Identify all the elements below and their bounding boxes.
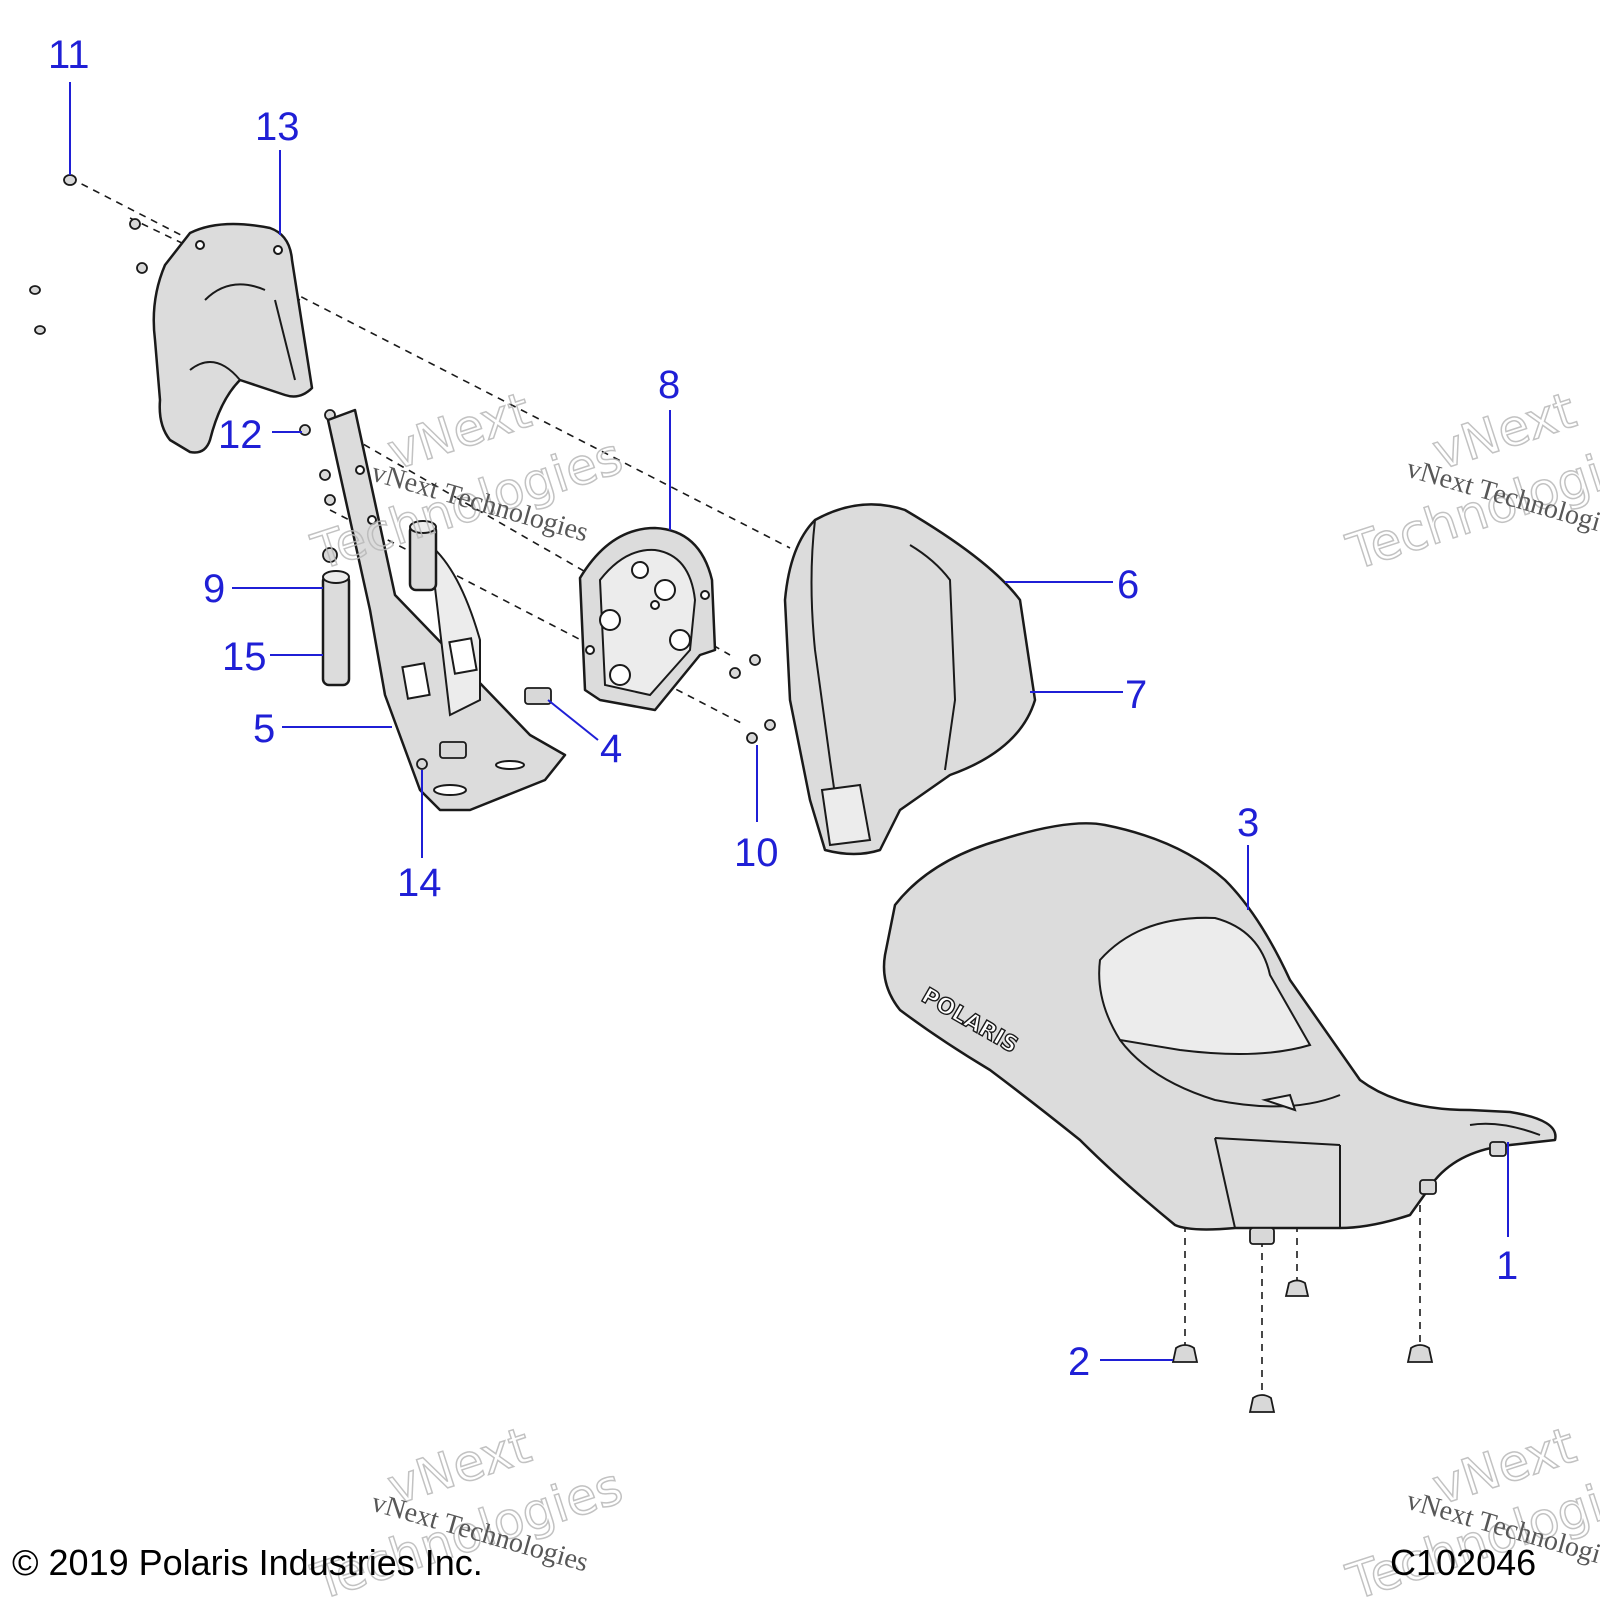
backrest-pad-part-6 (783, 503, 1037, 856)
screw-part-14 (416, 758, 428, 770)
grommets-part-2 (1171, 1279, 1434, 1413)
backing-plate-part-8 (578, 526, 717, 712)
nuts-part-12 (299, 409, 336, 506)
spacer-tube-part-15 (321, 570, 351, 687)
copyright-text: © 2019 Polaris Industries Inc. (12, 1542, 483, 1583)
callout-labels: 11 13 12 8 9 15 5 4 14 10 6 7 3 1 2 (48, 33, 1518, 1384)
callout-1: 1 (1496, 1244, 1518, 1288)
callout-6: 6 (1117, 563, 1139, 607)
leader-lines (69, 82, 1509, 1361)
callout-15: 15 (222, 635, 267, 679)
callout-7: 7 (1125, 673, 1147, 717)
spacer-tube-part-9 (322, 520, 438, 592)
callout-11: 11 (48, 33, 90, 77)
callout-10: 10 (734, 831, 779, 875)
seat-part-3: POLARIS (882, 822, 1557, 1245)
backrest-bracket-part-5 (326, 408, 567, 812)
callout-9: 9 (203, 567, 225, 611)
callout-2: 2 (1068, 1340, 1090, 1384)
callout-5: 5 (253, 707, 275, 751)
callout-13: 13 (255, 105, 300, 149)
callout-8: 8 (658, 363, 680, 407)
callout-12: 12 (218, 413, 263, 457)
callout-4: 4 (600, 727, 622, 771)
watermark-top-right: vNext Technologies vNext Technologies (1339, 380, 1600, 582)
callout-3: 3 (1237, 801, 1259, 845)
callout-14: 14 (397, 861, 442, 905)
screws-part-11 (29, 174, 148, 335)
screws-part-10 (729, 654, 776, 744)
figure-id: C102046 (1390, 1542, 1536, 1583)
clips-part-4 (439, 687, 552, 759)
backrest-cover-part-13 (152, 222, 314, 454)
